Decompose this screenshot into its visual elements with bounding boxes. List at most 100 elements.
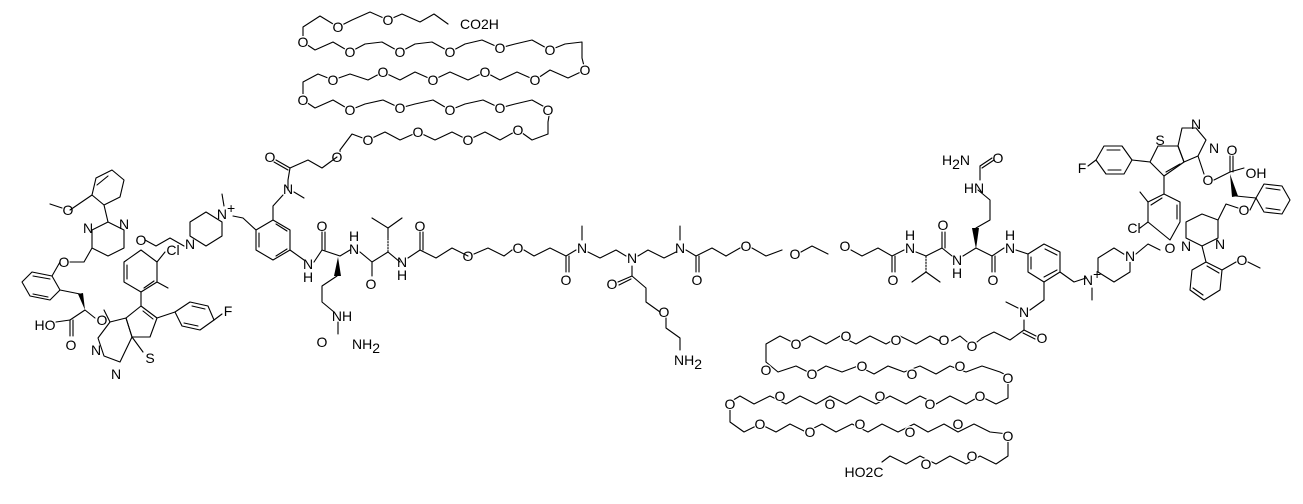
oxygen-atom: O (480, 64, 491, 80)
oxygen-atom: O (298, 34, 309, 50)
oxygen-atom: O (841, 328, 852, 344)
oxygen-atom: O (939, 332, 950, 348)
sulfur-atom: S (145, 350, 154, 366)
oxygen-atom: O (1003, 428, 1014, 444)
oxygen-atom: O (825, 396, 836, 412)
oxygen-atom: O (1037, 330, 1048, 346)
oxygen-atom: O (1237, 252, 1248, 268)
oxygen-atom: O (333, 19, 344, 35)
right-warhead: Cl S F N N O O OH O N N (1078, 116, 1291, 301)
oxygen-atom: O (136, 232, 147, 248)
nitrogen-atom: N (1125, 248, 1135, 264)
oxygen-atom: O (63, 202, 74, 218)
oxygen-atom: O (921, 456, 932, 472)
hydrogen-atom: H (397, 267, 407, 283)
urea-nh2-label: NH2 (352, 336, 380, 356)
oxygen-atom: O (463, 132, 474, 148)
oxygen-atom: O (988, 272, 999, 288)
oxygen-atom: O (383, 12, 394, 28)
oxygen-atom: O (857, 358, 868, 374)
hydrogen-atom: H (303, 269, 313, 285)
oxygen-atom: O (967, 448, 978, 464)
oxygen-atom: O (807, 366, 818, 382)
amide-nh-atom: N (1005, 240, 1015, 256)
oxygen-atom: O (1003, 370, 1014, 386)
oxygen-atom: O (888, 272, 899, 288)
hydrogen-atom: H (1005, 227, 1015, 243)
right-dipeptide: N H O N H HN O H2N O N H (905, 150, 1015, 288)
oxygen-atom: O (855, 416, 866, 432)
oxygen-atom: O (513, 122, 524, 138)
amine-nh2-label: NH2 (674, 352, 702, 372)
oxygen-atom: O (345, 102, 356, 118)
oxygen-atom: O (298, 92, 309, 108)
hydrogen-atom: H (905, 227, 915, 243)
nitrogen-atom: N (83, 220, 93, 236)
oxygen-atom: O (938, 217, 949, 233)
oxygen-atom: O (345, 44, 356, 60)
oxygen-atom: O (395, 44, 406, 60)
left-warhead: Cl S F N N O O HO O (21, 169, 232, 382)
oxygen-atom: O (66, 337, 77, 353)
oxygen-atom: O (543, 102, 554, 118)
nitrogen-atom: N (1181, 238, 1191, 254)
oxygen-atom: O (415, 218, 426, 234)
carboxylic-acid-label: HO2C (845, 464, 884, 480)
nitrogen-atom: N (91, 342, 101, 358)
oxygen-atom: O (725, 396, 736, 412)
oxygen-atom: O (561, 272, 572, 288)
oxygen-atom: O (791, 336, 802, 352)
oxygen-atom: O (967, 338, 978, 354)
oxygen-atom: O (659, 304, 670, 320)
amide-nh-atom: N (303, 256, 313, 272)
oxygen-atom: O (265, 149, 276, 165)
hydroxyl-label: OH (1246, 165, 1267, 181)
oxygen-atom: O (445, 44, 456, 60)
amide-nh-atom: N (952, 252, 962, 268)
amide-nh-atom: N (397, 254, 407, 270)
sulfur-atom: S (1155, 132, 1164, 148)
carboxylic-acid-label: CO2H (460, 16, 499, 32)
oxygen-atom: O (395, 100, 406, 116)
oxygen-atom: O (955, 358, 966, 374)
oxygen-atom: O (1203, 172, 1214, 188)
nitrogen-atom: N (1215, 236, 1225, 252)
oxygen-atom: O (1165, 240, 1176, 256)
top-peg-chain: O O O O O O O O O O O O O O O O O O O O … (297, 11, 591, 165)
left-benzyl-piperazinium: O N N+ N O N H (136, 149, 338, 285)
oxygen-atom: O (891, 332, 902, 348)
bottom-peg-chain: O O O O O O O O O O O O O O O O O O O O … (724, 328, 1014, 480)
oxygen-atom: O (692, 272, 703, 288)
nitrogen-atom: N (283, 181, 293, 197)
oxygen-atom: O (953, 416, 964, 432)
oxygen-atom: O (761, 362, 772, 378)
nitrogen-atom: N (1019, 304, 1029, 320)
oxygen-atom: O (59, 254, 70, 270)
hydroxyl-label: HO (35, 317, 56, 333)
oxygen-atom: O (755, 416, 766, 432)
oxygen-atom: O (413, 124, 424, 140)
nitrogen-cation-atom: N+ (1083, 266, 1101, 288)
oxygen-atom: O (975, 388, 986, 404)
nitrogen-atom: N (1209, 140, 1219, 156)
nitrogen-atom: N (111, 366, 121, 382)
nitrogen-atom: N (119, 216, 129, 232)
oxygen-atom: O (925, 396, 936, 412)
oxygen-atom: O (513, 240, 524, 256)
nitrogen-atom: N (675, 240, 685, 256)
urea-hn-label: HN (964, 180, 984, 196)
oxygen-atom: O (317, 334, 328, 350)
amide-nh-atom: N (349, 241, 359, 257)
oxygen-atom: O (545, 42, 556, 58)
oxygen-atom: O (445, 102, 456, 118)
oxygen-atom: O (363, 132, 374, 148)
oxygen-atom: O (328, 72, 339, 88)
oxygen-atom: O (875, 388, 886, 404)
oxygen-atom: O (1227, 142, 1238, 158)
center-linker: O O O N N N O O NH2 O O O O (419, 225, 905, 372)
oxygen-atom: O (463, 248, 474, 264)
oxygen-atom: O (378, 64, 389, 80)
oxygen-atom: O (366, 276, 377, 292)
